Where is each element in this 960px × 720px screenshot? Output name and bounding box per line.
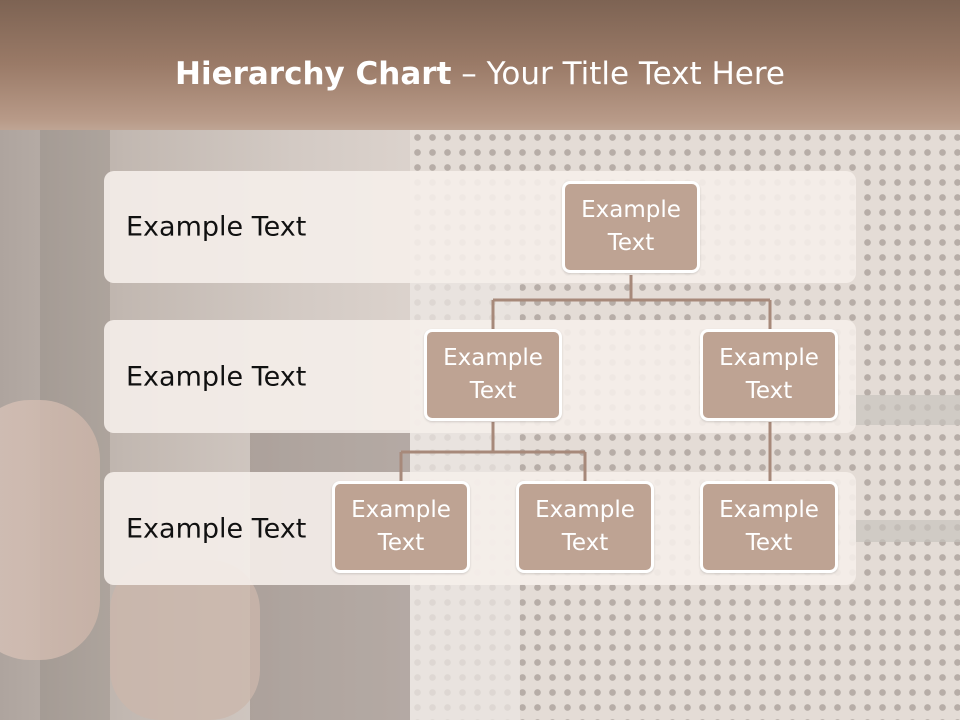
node-root-line1: Example [581,197,681,223]
node-level2-right-line1: Example [719,345,819,371]
node-level3-b-line2: Text [561,530,609,556]
node-level2-left-line2: Text [469,378,517,404]
node-level3-c-line1: Example [719,497,819,523]
background-bar-lower [850,520,960,542]
background-bar [850,395,960,425]
connector-level2-left-to-level3 [399,422,587,482]
node-level3-b-line1: Example [535,497,635,523]
level-label-2: Example Text [126,361,307,392]
level-label-3: Example Text [126,513,307,544]
title-rest: – Your Title Text Here [451,56,785,92]
node-level3-c-line2: Text [745,530,793,556]
node-root-line2: Text [607,230,655,256]
slide-title: Hierarchy Chart – Your Title Text Here [0,56,960,92]
connector-root-to-level2 [491,275,772,330]
title-bold: Hierarchy Chart [175,56,452,92]
background-hand [0,400,100,660]
node-level3-a-line1: Example [351,497,451,523]
level-label-1: Example Text [126,211,307,243]
level-band-1: Example Text [104,171,856,283]
node-level2-right-line2: Text [745,378,793,404]
node-level3-a-line2: Text [377,530,425,556]
background-hand-lower [110,560,260,720]
node-level2-left-line1: Example [443,345,543,371]
